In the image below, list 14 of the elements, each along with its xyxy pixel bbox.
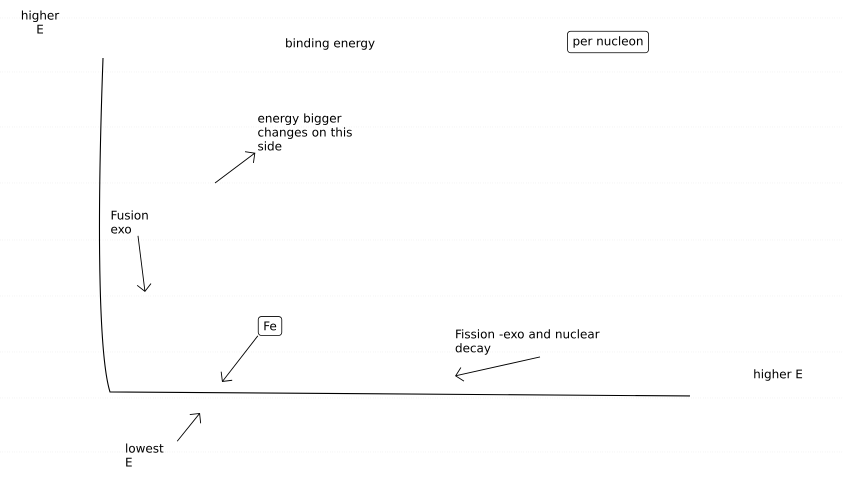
note-text: energy bigger changes on this side bbox=[258, 113, 352, 151]
arrow bbox=[176, 412, 202, 442]
arrow bbox=[214, 151, 256, 184]
arrow bbox=[136, 235, 152, 292]
axis-label: higher E bbox=[754, 369, 802, 381]
arrow bbox=[220, 335, 258, 382]
note-text: lowest E bbox=[126, 443, 164, 466]
note-text: Fission -exo and nuclear decay bbox=[456, 329, 600, 355]
boxed-label: per nucleon bbox=[567, 30, 649, 54]
axis-title: binding energy bbox=[286, 38, 375, 50]
axis-label: higher E bbox=[22, 10, 60, 34]
arrow bbox=[455, 356, 540, 382]
boxed-label: Fe bbox=[258, 316, 282, 336]
note-text: Fusion exo bbox=[111, 210, 148, 234]
